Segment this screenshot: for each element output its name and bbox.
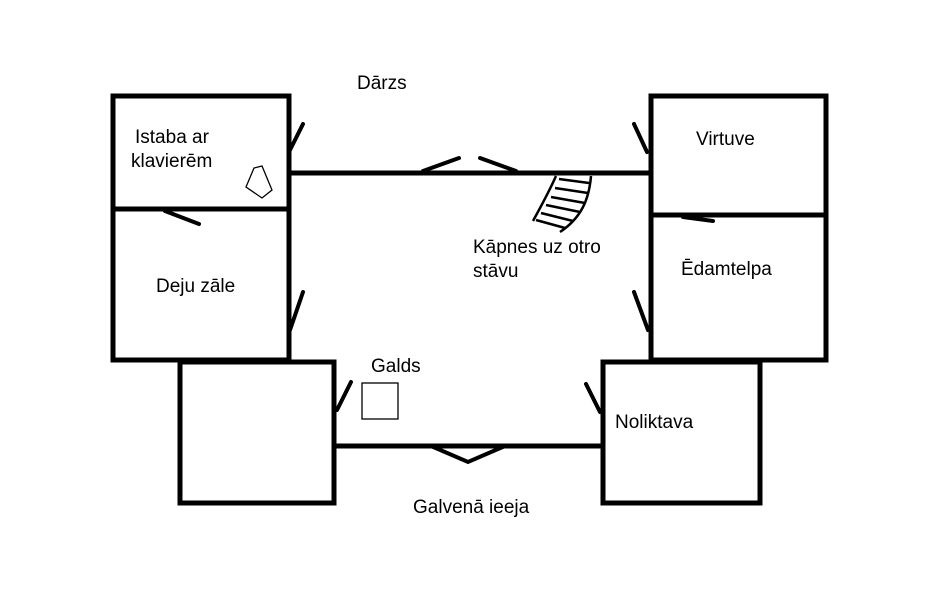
room-storage: [600, 359, 763, 506]
label-storage: Noliktava: [615, 412, 694, 433]
table-icon: [361, 382, 399, 420]
label-dining-room: Ēdamtelpa: [681, 259, 772, 280]
label-stairs-line1: Kāpnes uz otro: [473, 237, 601, 258]
label-kitchen: Virtuve: [696, 129, 755, 150]
door-kitchen-dining: [681, 215, 715, 223]
room-dining: [648, 212, 829, 363]
hall-walls: [286, 170, 654, 449]
door-garden-left: [421, 156, 461, 173]
label-piano-room-line2: klavierēm: [131, 151, 212, 172]
door-bottom-left: [335, 380, 353, 412]
label-ballroom: Deju zāle: [156, 276, 235, 297]
piano-icon: [245, 165, 273, 199]
label-piano-room-line1: Istaba ar: [135, 127, 210, 148]
room-bottom-left: [177, 359, 337, 506]
room-kitchen: [648, 93, 829, 218]
door-marks: [163, 122, 715, 465]
door-kitchen: [632, 122, 649, 154]
staircase: [531, 175, 593, 234]
door-piano-ballroom: [163, 209, 201, 226]
label-stairs-line2: stāvu: [473, 261, 518, 282]
door-entrance: [429, 444, 507, 465]
label-table: Galds: [371, 356, 421, 377]
door-piano-room: [287, 122, 305, 154]
door-garden-right: [478, 156, 518, 173]
door-storage: [584, 382, 602, 414]
door-ballroom: [288, 290, 305, 332]
label-main-entrance: Galvenā ieeja: [413, 497, 530, 518]
door-dining: [632, 290, 650, 332]
label-garden: Dārzs: [357, 73, 407, 94]
